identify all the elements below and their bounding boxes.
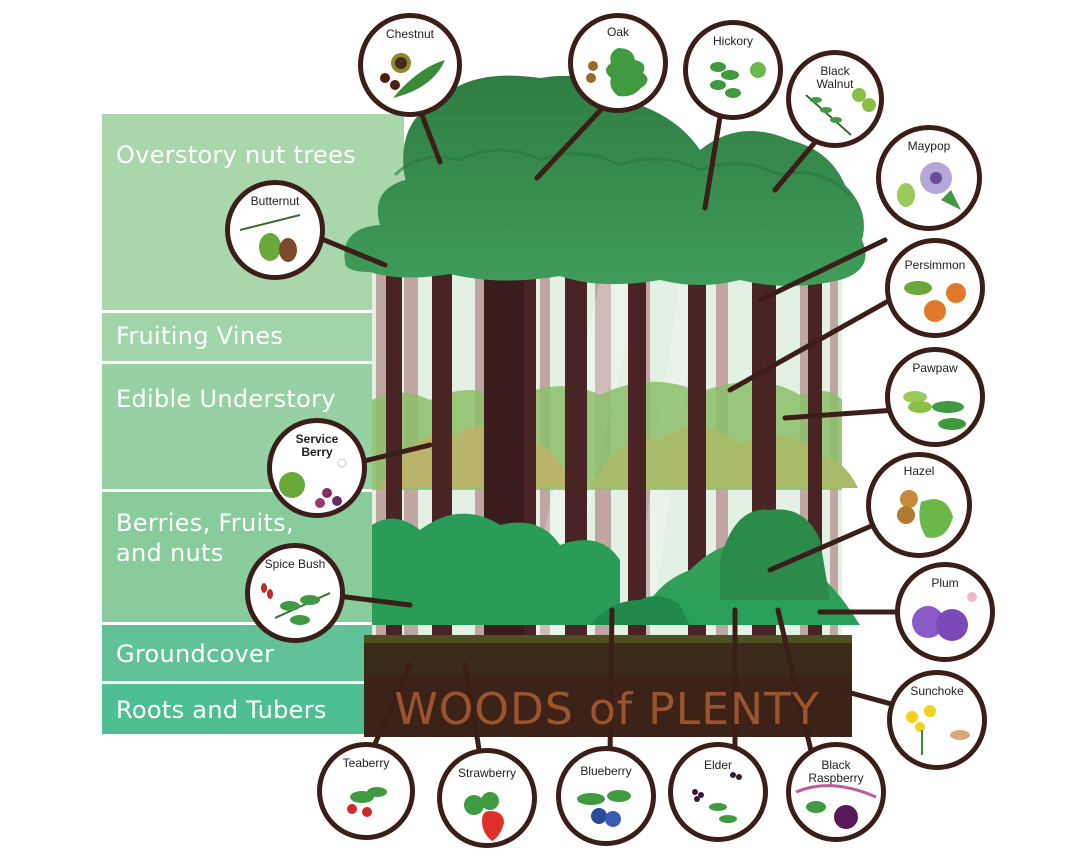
- berry-shrubs-left: [372, 513, 620, 625]
- plant-label: Service Berry: [295, 432, 339, 459]
- butternut-bubble: Butternut: [225, 180, 325, 280]
- maypop-bubble: Maypop: [876, 125, 982, 231]
- black-walnut-icon: [805, 88, 876, 136]
- layer-band-fruiting-vines: Fruiting Vines: [102, 313, 404, 361]
- plum-icon: [912, 592, 977, 641]
- chestnut-icon: [380, 53, 445, 98]
- plant-label: Plum: [931, 576, 959, 590]
- maypop-flower-icon: [897, 162, 961, 210]
- plant-label: Elder: [703, 758, 732, 772]
- plant-label: Maypop: [907, 139, 951, 153]
- layer-label-edible-understory: Edible Understory: [116, 385, 336, 413]
- sunchoke-bubble: Sunchoke: [887, 670, 987, 770]
- spicebush-icon: [261, 583, 331, 625]
- plant-label: Persimmon: [904, 258, 966, 272]
- overstory-canopy: [344, 75, 866, 286]
- elder-bubble: Elder: [668, 742, 768, 842]
- hazel-bubble: Hazel: [866, 452, 972, 558]
- butternut-icon: [239, 214, 301, 262]
- plant-label: Sunchoke: [910, 684, 964, 698]
- layer-label-overstory: Overstory nut trees: [116, 141, 356, 169]
- blueberry-icon: [577, 790, 631, 827]
- plant-label: Hickory: [712, 34, 753, 48]
- layer-label-groundcover: Groundcover: [116, 640, 275, 668]
- strawberry-bubble: Strawberry: [437, 748, 537, 848]
- diagram-title: WOODS of PLENTY: [394, 684, 820, 735]
- pawpaw-bubble: Pawpaw: [885, 347, 985, 447]
- plant-label: Blueberry: [580, 764, 632, 778]
- black-walnut-bubble: Black Walnut: [786, 50, 884, 148]
- layer-band-groundcover: Groundcover: [102, 625, 404, 681]
- layer-band-overstory: Overstory nut trees: [102, 114, 404, 310]
- persimmon-icon: [904, 281, 966, 322]
- plum-bubble: Plum: [895, 562, 995, 662]
- persimmon-bubble: Persimmon: [885, 238, 985, 338]
- pawpaw-shrub: [590, 426, 858, 488]
- strawberry-icon: [464, 792, 504, 841]
- hickory-icon: [710, 62, 766, 98]
- plant-label: Strawberry: [457, 766, 516, 780]
- serviceberry-bubble: Service Berry: [267, 418, 367, 518]
- plant-label: Teaberry: [342, 756, 390, 770]
- teaberry-bubble: Teaberry: [317, 742, 415, 840]
- teaberry-icon: [347, 787, 387, 817]
- oak-bubble: Oak: [568, 13, 668, 113]
- pawpaw-icon: [903, 391, 966, 430]
- plant-label: Butternut: [250, 194, 300, 208]
- oak-leaf-icon: [586, 48, 648, 97]
- plant-label: Pawpaw: [912, 361, 958, 375]
- elderberry-icon: [692, 772, 742, 823]
- sunchoke-icon: [906, 705, 970, 755]
- plant-label: Hazel: [903, 464, 935, 478]
- black-raspberry-bubble: Black Raspberry: [786, 742, 886, 842]
- plant-label: Oak: [606, 25, 629, 39]
- layer-band-roots: Roots and Tubers: [102, 684, 404, 734]
- black-raspberry-icon: [795, 784, 877, 829]
- hazelnut-icon: [897, 490, 953, 538]
- hickory-bubble: Hickory: [683, 20, 783, 120]
- plant-label: Black Walnut: [816, 64, 854, 91]
- serviceberry-icon: [279, 458, 347, 508]
- plant-label: Chestnut: [385, 27, 435, 41]
- layer-label-fruiting-vines: Fruiting Vines: [116, 322, 284, 350]
- chestnut-bubble: Chestnut: [358, 13, 462, 117]
- plant-label: Spice Bush: [264, 557, 326, 571]
- blueberry-bubble: Blueberry: [556, 746, 656, 846]
- layer-label-berries: Berries, Fruits, and nuts: [116, 509, 294, 567]
- layer-label-roots: Roots and Tubers: [116, 696, 327, 724]
- spice-bush-bubble: Spice Bush: [245, 543, 345, 643]
- plum-tree: [720, 509, 830, 600]
- plant-label: Black Raspberry: [808, 758, 864, 785]
- pointer-lines: [297, 97, 903, 758]
